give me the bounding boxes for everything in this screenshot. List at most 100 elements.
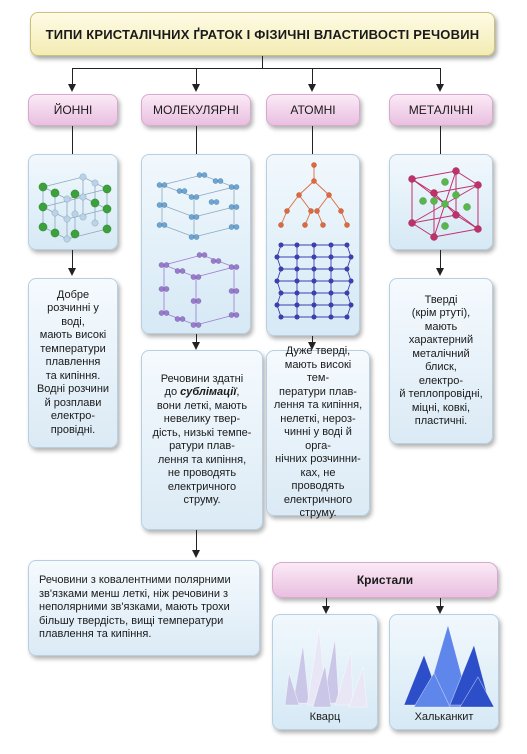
arrow-metallic-desc-line	[440, 250, 441, 270]
atomic-desc-line: чинні у воді й орга-	[284, 426, 352, 452]
chalcanthite-crystal-svg	[403, 623, 495, 708]
atom-node	[278, 242, 284, 248]
atom-node	[294, 278, 300, 284]
covalent-note: Речовини з ковалентними полярними зв'язк…	[28, 560, 260, 656]
atom-node	[311, 290, 317, 296]
metal-node	[408, 219, 416, 227]
connector-metallic-img	[440, 126, 441, 154]
molecular-desc-line: ратури плав-	[169, 440, 235, 452]
atom-node	[278, 314, 284, 320]
metallic-lattice-image	[389, 154, 493, 250]
atomic-lattice-image	[266, 154, 360, 336]
atom-node	[278, 222, 284, 228]
sublimation-term: сублімації	[180, 386, 237, 398]
atom-node	[294, 290, 300, 296]
metal-node	[430, 233, 438, 241]
atom-node	[348, 278, 354, 284]
arrow-molecular-desc-line	[196, 334, 197, 344]
metal-node	[474, 181, 482, 189]
molecule-node	[201, 252, 208, 258]
molecule-node	[233, 288, 240, 294]
quartz-shard	[348, 666, 368, 708]
molecule-node	[190, 322, 197, 328]
metal-node	[452, 167, 460, 175]
ionic-desc-line: мають високі	[39, 329, 107, 342]
atom-node	[348, 302, 354, 308]
molecule-node	[228, 204, 235, 210]
arrow-to-atomic-head	[308, 84, 316, 92]
atom-node	[274, 302, 280, 308]
ion-node	[91, 179, 99, 187]
quartz-shard	[284, 672, 300, 706]
metallic-desc-line: характерний	[408, 334, 474, 346]
molecule-node	[213, 199, 220, 205]
molecule-node	[208, 199, 215, 205]
ionic-desc-line: провідні.	[50, 423, 96, 436]
molecular-desc-line: Речовини здатні	[160, 372, 244, 385]
atomic-desc-line: нічних розчинни-	[275, 453, 361, 466]
atom-node	[274, 278, 280, 284]
atom-node	[326, 192, 332, 198]
molecule-node	[190, 274, 197, 280]
atom-node	[311, 242, 317, 248]
ionic-desc-line: температури	[40, 342, 106, 355]
ionic-desc-line: плавлення	[45, 356, 101, 369]
molecule-node	[195, 274, 202, 280]
ion-node	[38, 202, 48, 212]
ion-node	[70, 229, 80, 239]
molecule-node	[181, 188, 188, 194]
atom-node	[338, 208, 344, 214]
molecular-lattice-svg	[156, 172, 240, 328]
molecular-desc-line: дість, низькі темпе-	[152, 426, 252, 439]
ion-node	[90, 198, 100, 208]
molecule-node	[188, 214, 195, 220]
molecule-node	[161, 182, 168, 188]
connector-atomic-img	[312, 126, 313, 154]
molecular-desc-line: не проводять	[167, 467, 237, 479]
molecule-node	[215, 258, 222, 264]
metal-node	[452, 211, 460, 219]
quartz-label: Кварц	[309, 711, 341, 723]
crystals-heading: Кристали	[272, 562, 498, 598]
ionic-lattice-image	[28, 154, 118, 250]
ionic-desc-line: та кипіння.	[45, 369, 101, 382]
molecule-node	[174, 316, 181, 322]
ion-node	[38, 182, 48, 192]
molecular-desc-line: невелику твер-	[163, 413, 241, 425]
atom-node	[344, 290, 350, 296]
arrow-quartz-head	[322, 606, 330, 614]
arrow-to-ionic-line	[72, 68, 73, 85]
molecule-node	[196, 252, 203, 258]
molecule-node	[158, 310, 165, 316]
molecule-node	[163, 286, 170, 292]
molecule-node	[195, 298, 202, 304]
molecule-node	[212, 178, 219, 184]
arrow-molecular-desc-head	[192, 342, 200, 350]
molecule-node	[228, 264, 235, 270]
atom-node	[344, 242, 350, 248]
molecule-node	[193, 234, 200, 240]
ion-node	[70, 189, 80, 199]
atom-node	[314, 208, 320, 214]
atom-node	[328, 302, 334, 308]
atomic-description: Дуже тверді, мають високі тем- ператури …	[266, 345, 370, 519]
atom-node	[302, 222, 308, 228]
ionic-desc-line: електро-	[50, 410, 96, 423]
category-atomic: АТОМНІ	[266, 94, 360, 126]
atomic-desc-line: нелеткі, нероз-	[280, 412, 356, 425]
molecule-node	[228, 288, 235, 294]
atom-node	[328, 242, 334, 248]
ion-node	[71, 210, 79, 218]
metallic-desc-line: мають	[424, 320, 458, 333]
atom-node	[320, 222, 326, 228]
arrow-to-ionic-head	[68, 84, 76, 92]
chalcanthite-shard	[459, 676, 495, 708]
metal-node	[474, 225, 482, 233]
molecule-node	[188, 234, 195, 240]
ion-node	[50, 188, 60, 198]
atom-node	[274, 254, 280, 260]
atom-node	[348, 254, 354, 260]
atom-node	[311, 278, 317, 284]
ion-node	[63, 215, 71, 223]
molecular-desc-suffix: ,	[236, 386, 240, 398]
